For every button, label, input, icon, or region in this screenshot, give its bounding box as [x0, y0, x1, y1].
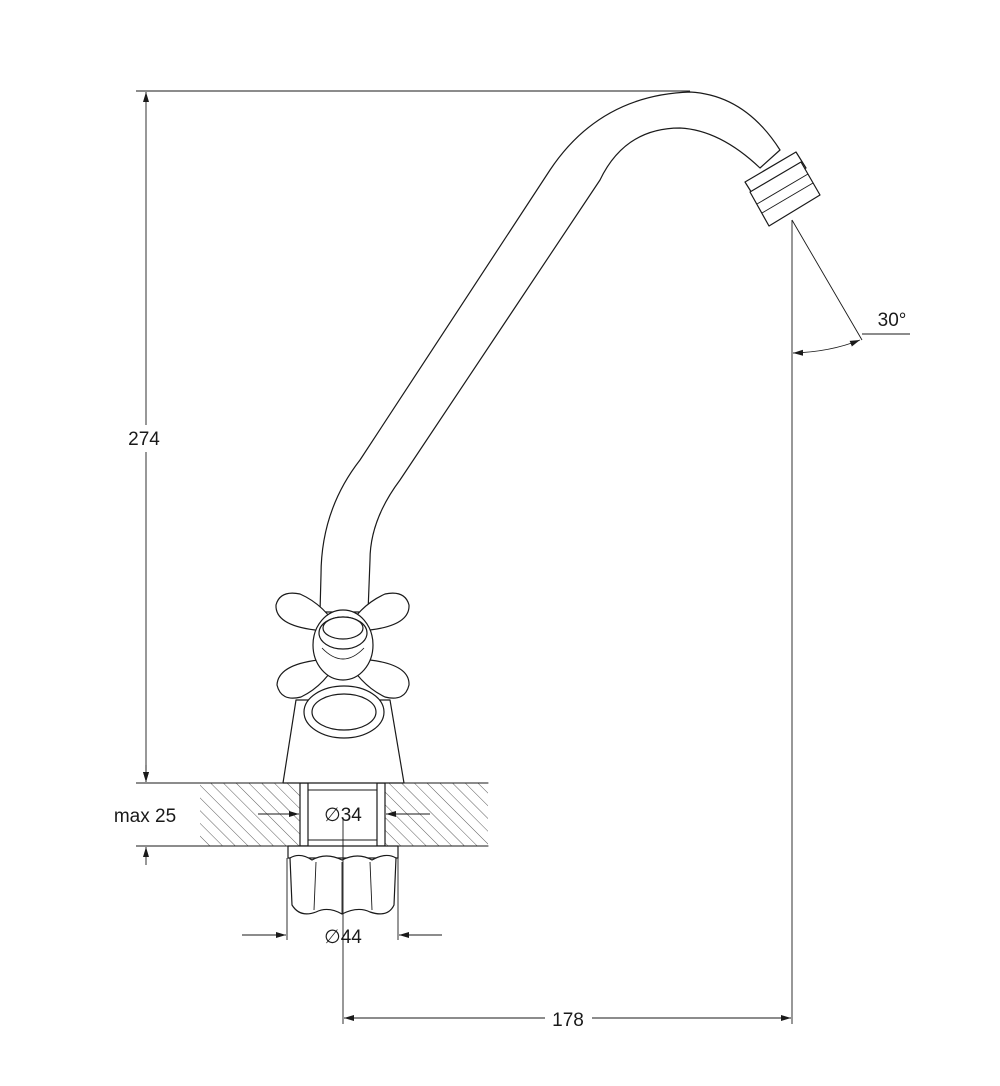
hole-diameter-dimension: ∅34	[258, 805, 430, 826]
faucet-body	[282, 685, 405, 784]
cross-handle	[275, 592, 410, 699]
reach-label: 178	[552, 1010, 584, 1031]
thickness-label: max 25	[114, 806, 176, 827]
angle-label: 30°	[878, 310, 907, 331]
countertop-section	[199, 782, 489, 847]
aerator	[744, 151, 821, 227]
hole-diameter-label: ∅34	[324, 805, 362, 826]
height-dimension: 274	[128, 90, 690, 784]
thickness-dimension: max 25	[114, 765, 200, 865]
angle-dimension: 30°	[791, 219, 910, 356]
reach-dimension: 178	[342, 220, 793, 1031]
height-label: 274	[128, 429, 160, 450]
spout	[319, 91, 821, 613]
